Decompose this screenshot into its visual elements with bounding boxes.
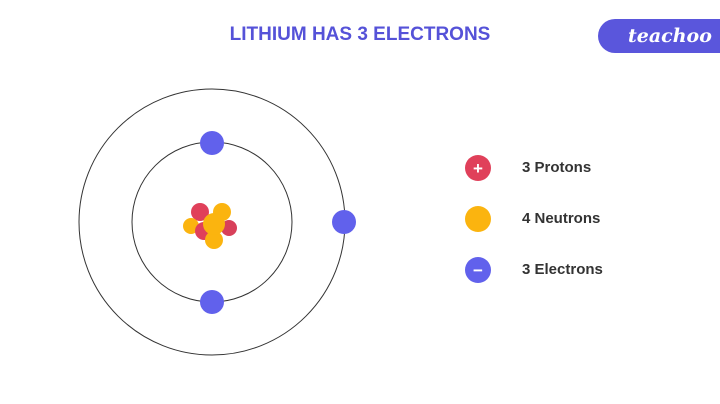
neutron (183, 218, 199, 234)
plus-icon: + (473, 159, 483, 178)
teachoo-logo: teachoo (598, 19, 720, 53)
electron (332, 210, 356, 234)
neutron-legend-icon (465, 206, 491, 232)
neutron (203, 213, 225, 235)
proton-legend-icon (465, 155, 491, 181)
neutron (205, 231, 223, 249)
nucleus (183, 203, 237, 249)
minus-icon: − (473, 261, 483, 280)
diagram-title: LITHIUM HAS 3 ELECTRONS (229, 24, 491, 45)
electron (200, 290, 224, 314)
legend-neutrons: 4 Neutrons (522, 210, 601, 227)
proton (191, 203, 209, 221)
legend-protons: 3 Protons (522, 159, 592, 176)
legend-electrons: 3 Electrons (522, 261, 603, 278)
electron-legend-icon (465, 257, 491, 283)
electron (200, 131, 224, 155)
